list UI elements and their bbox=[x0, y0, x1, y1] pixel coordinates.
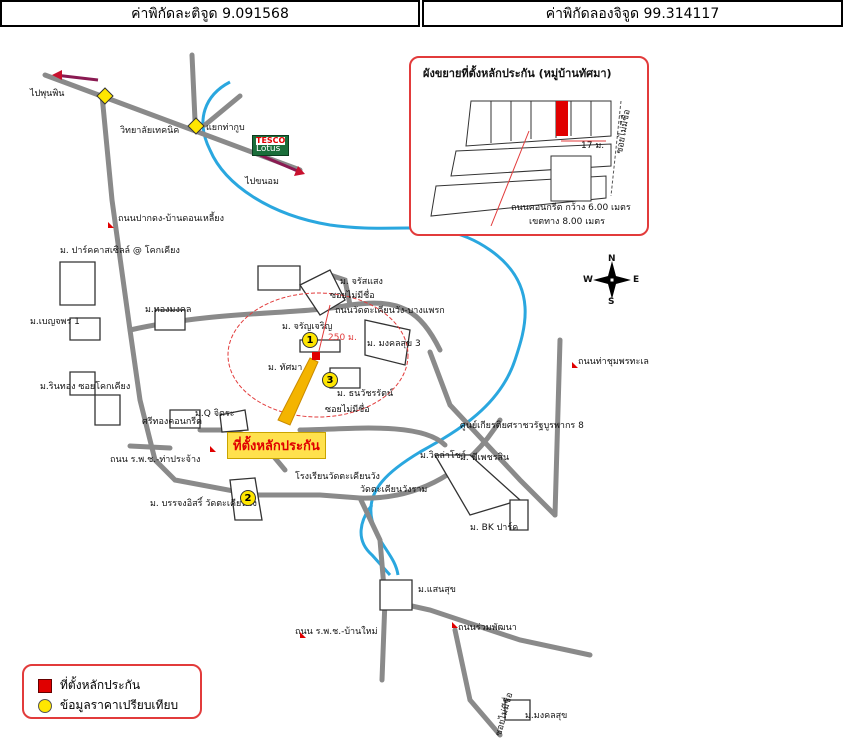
compass-s: S bbox=[608, 297, 615, 307]
label-soi-none1: ซอยไม่มีชื่อ bbox=[330, 291, 375, 301]
label-m-bk: ม. BK ปาร์ค bbox=[470, 523, 519, 533]
radius-line bbox=[317, 304, 331, 356]
inset-road-width: ถนนคอนกรีต กว้าง 6.00 เมตร bbox=[511, 203, 631, 213]
village-blocks bbox=[59, 261, 531, 721]
arrow-phunphin-head bbox=[52, 70, 62, 80]
label-m-village-c: ม.รินทอง ซอยโคกเคียง bbox=[40, 382, 131, 392]
label-road-tha: ถนนปากดง-บ้านดอนเหลี้ยง bbox=[118, 214, 224, 224]
label-m-q: ม.Q จิตระ bbox=[195, 409, 235, 419]
latitude-label: ค่าพิกัดละติจูด 9.091568 bbox=[131, 5, 289, 22]
label-m-village-d: ศรีทองคอนกรีต bbox=[142, 417, 202, 427]
latitude-box: ค่าพิกัดละติจูด 9.091568 bbox=[0, 0, 420, 27]
label-road-baiman: ถนน ร.พ.ช.-บ้านใหม่ bbox=[295, 627, 378, 637]
label-m-villa: ม.วิลล่าโชว์ bbox=[420, 451, 466, 461]
tesco-bottom: Lotus bbox=[256, 144, 281, 154]
comparison-marker-3: 3 bbox=[322, 372, 338, 388]
label-soi-none2: ซอยไม่มีชื่อ bbox=[325, 405, 370, 415]
label-road-kaw: ถนนร่วมพัฒนา bbox=[458, 623, 517, 633]
legend-site-row: ที่ตั้งหลักประกัน bbox=[38, 676, 140, 695]
compass-w: W bbox=[583, 275, 593, 285]
label-school: โรงเรียนวัดตะเคียนวัง bbox=[295, 472, 380, 482]
label-radius: 250 ม. bbox=[328, 333, 357, 343]
river-branch bbox=[359, 504, 392, 577]
legend-compare-label: ข้อมูลราคาเปรียบเทียบ bbox=[60, 698, 179, 712]
label-m-sangthong: ม.ทองมงคล bbox=[145, 305, 192, 315]
label-m-barncom: ม. บรรจงอิสริ์ วัดตะเคียนวัง bbox=[150, 499, 257, 509]
label-m-mongsuk: ม.มงคลสุข bbox=[525, 711, 568, 721]
arrow-khanom-head bbox=[294, 166, 305, 176]
label-m-tasma: ม. ทัศมา bbox=[268, 363, 303, 373]
comparison-marker-2: 2 bbox=[240, 490, 256, 506]
label-temple: วัดตะเคียนวังราม bbox=[360, 485, 428, 495]
label-to-khanom: ไปขนอม bbox=[245, 177, 279, 187]
inset-title: ผังขยายที่ตั้งหลักประกัน (หมู่บ้านทัศมา) bbox=[423, 67, 612, 80]
label-park-village: ม. ปาร์คคาสเซิลล์ @ โคกเคียง bbox=[60, 246, 180, 256]
label-medical: ศูนย์เกียรติยศราชวรัฐบูรพากร 8 bbox=[460, 421, 584, 431]
comparison-marker-1: 1 bbox=[302, 332, 318, 348]
label-m-pechsin: ม. พีเพชรสิน bbox=[460, 453, 510, 463]
legend-box: ที่ตั้งหลักประกัน ข้อมูลราคาเปรียบเทียบ bbox=[22, 664, 202, 719]
radius-circle bbox=[227, 292, 409, 418]
legend-site-swatch bbox=[38, 678, 52, 693]
road-flags bbox=[108, 222, 578, 638]
longitude-label: ค่าพิกัดลองจิจูด 99.314117 bbox=[545, 5, 720, 22]
tesco-top: TESCO bbox=[256, 136, 286, 145]
site-pointer bbox=[277, 357, 319, 426]
inset-distance: 17 ม. bbox=[581, 141, 605, 151]
compass-rose bbox=[593, 261, 631, 299]
tesco-logo: TESCO Lotus bbox=[252, 135, 290, 156]
arrow-khanom bbox=[259, 153, 301, 174]
label-junction: แยกท่ากูบ bbox=[206, 123, 245, 133]
label-road-watta: ถนนวัดตะเคียนวัง-บางแพรก bbox=[335, 306, 445, 316]
inset-box: ผังขยายที่ตั้งหลักประกัน (หมู่บ้านทัศมา)… bbox=[409, 56, 649, 236]
longitude-box: ค่าพิกัดลองจิจูด 99.314117 bbox=[422, 0, 843, 27]
junction-sign-1 bbox=[96, 87, 114, 105]
site-marker bbox=[312, 352, 320, 360]
label-m-mongkol: ม. มงคลสุข 3 bbox=[367, 339, 421, 349]
label-road-main: ถนน ร.พ.ช.-ท่าประจ้าง bbox=[110, 455, 201, 465]
legend-compare-swatch bbox=[38, 698, 52, 713]
inset-site-marker bbox=[556, 101, 568, 136]
label-to-phunphin: ไปพุนพิน bbox=[30, 89, 65, 99]
legend-compare-row: ข้อมูลราคาเปรียบเทียบ bbox=[38, 696, 178, 715]
compass-n: N bbox=[608, 254, 616, 264]
label-m-jet: ม. จรัสแสง bbox=[340, 277, 383, 287]
compass-e: E bbox=[633, 275, 640, 285]
label-m-charoen: ม. จรัญเจริญ bbox=[282, 322, 333, 332]
junction-sign-2 bbox=[187, 117, 205, 135]
legend-site-label: ที่ตั้งหลักประกัน bbox=[60, 678, 141, 692]
label-m-village-a: ม.เบญจพร 1 bbox=[30, 317, 80, 327]
inset-drawing bbox=[430, 100, 622, 226]
site-label: ที่ตั้งหลักประกัน bbox=[227, 432, 326, 459]
label-tech-college: วิทยาลัยเทคนิค bbox=[120, 126, 180, 136]
river bbox=[201, 80, 527, 576]
label-m-saensuk: ม.แสนสุข bbox=[418, 585, 456, 595]
label-m-tasma2: ม. ธนวัชรรัตน์ bbox=[337, 389, 394, 399]
arrow-phunphin bbox=[54, 73, 99, 82]
label-road-right: ถนนท่าชุมพรทะเล bbox=[578, 357, 649, 367]
inset-road-width2: เขตทาง 8.00 เมตร bbox=[529, 217, 605, 227]
